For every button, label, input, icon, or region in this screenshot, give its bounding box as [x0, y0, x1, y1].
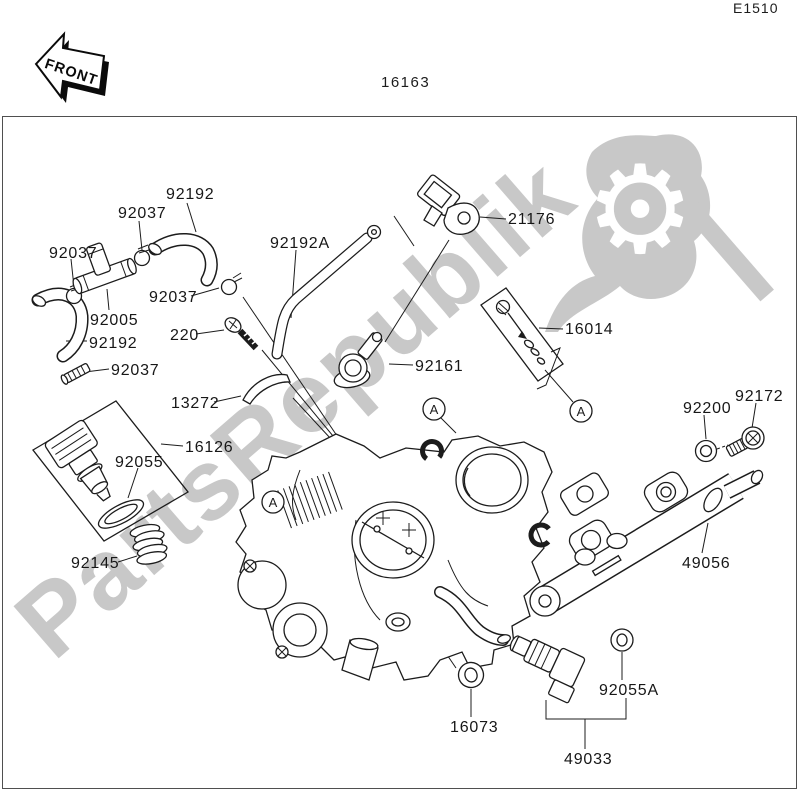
part-label-16126: 16126 [185, 439, 234, 456]
part-label-92192A: 92192A [270, 235, 330, 252]
part-label-92145: 92145 [71, 555, 120, 572]
part-label-92005: 92005 [90, 312, 139, 329]
part-label-92037-d: 92037 [149, 289, 198, 306]
part-label-49033: 49033 [564, 751, 613, 768]
part-label-92055: 92055 [115, 454, 164, 471]
part-label-92037-b: 92037 [49, 245, 98, 262]
assembly-number-label: 16163 [381, 74, 431, 91]
part-label-92037-a: 92037 [118, 205, 167, 222]
part-label-92037-c: 92037 [111, 362, 160, 379]
part-label-16073: 16073 [450, 719, 499, 736]
page-code: E1510 [733, 0, 779, 16]
part-label-13272: 13272 [171, 395, 220, 412]
part-label-49056: 49056 [682, 555, 731, 572]
part-label-92161: 92161 [415, 358, 464, 375]
front-direction-arrow-icon: FRONT [34, 31, 109, 103]
part-label-16014: 16014 [565, 321, 614, 338]
part-label-92172: 92172 [735, 388, 784, 405]
front-arrow-face [34, 31, 106, 100]
part-label-92192-a: 92192 [166, 186, 215, 203]
part-label-220: 220 [170, 327, 200, 344]
part-label-92192-b: 92192 [89, 335, 138, 352]
diagram-border [2, 116, 797, 789]
part-label-21176: 21176 [508, 211, 556, 228]
part-label-92200: 92200 [683, 400, 732, 417]
part-label-92055A: 92055A [599, 682, 659, 699]
